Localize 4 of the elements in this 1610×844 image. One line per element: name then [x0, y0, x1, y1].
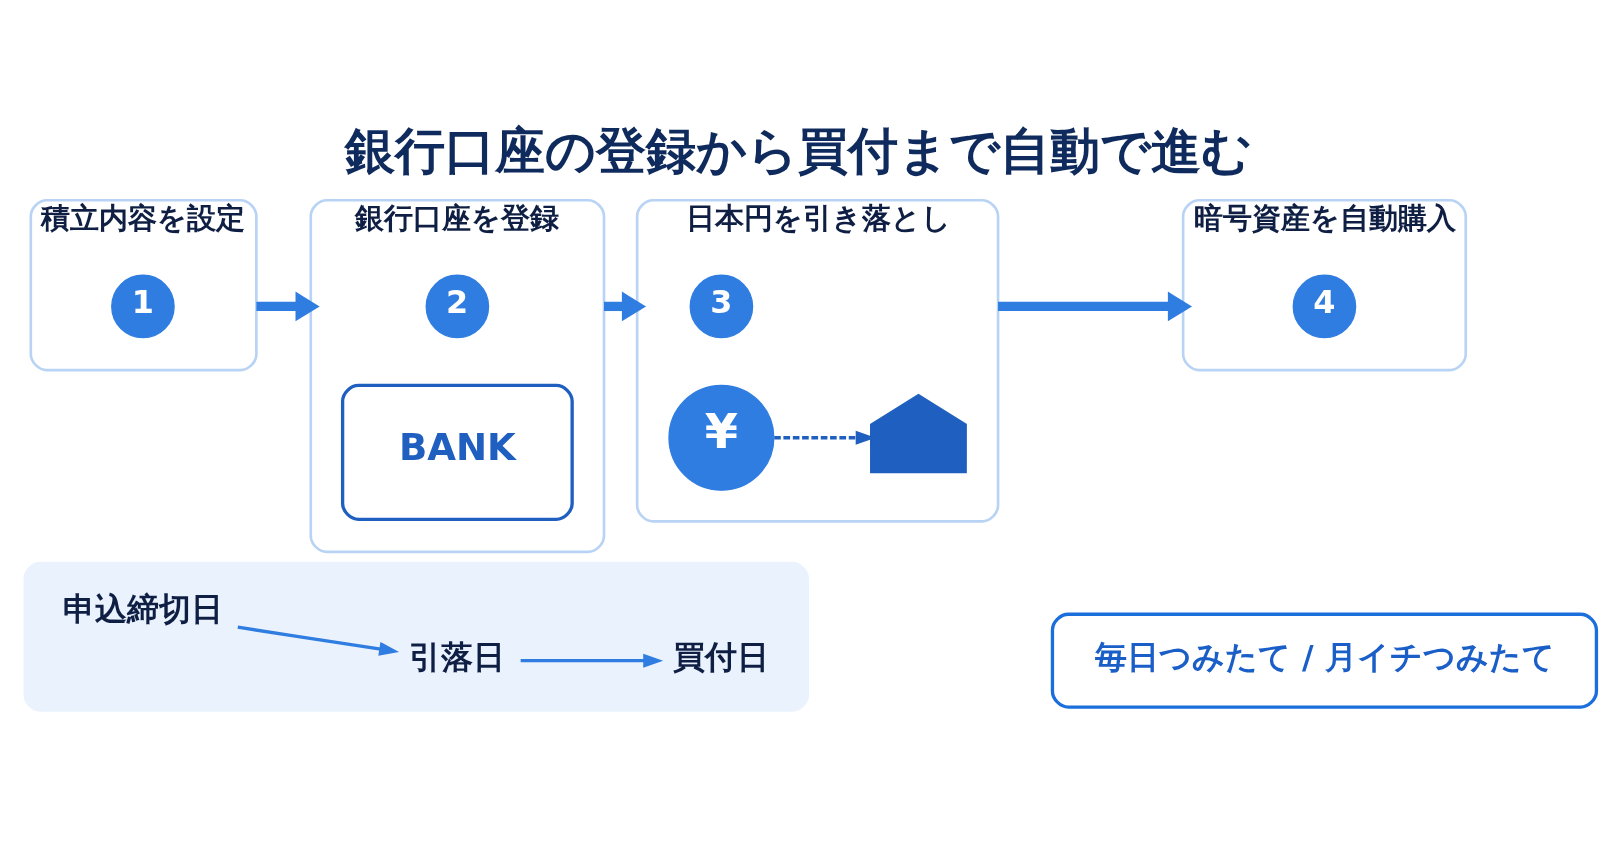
- diagram-title: 銀行口座の登録から買付まで自動で進む: [344, 120, 1252, 180]
- node-text: 買付日: [672, 637, 769, 676]
- node-text: 引落日: [408, 637, 505, 676]
- node-text: 申込締切日: [62, 589, 223, 628]
